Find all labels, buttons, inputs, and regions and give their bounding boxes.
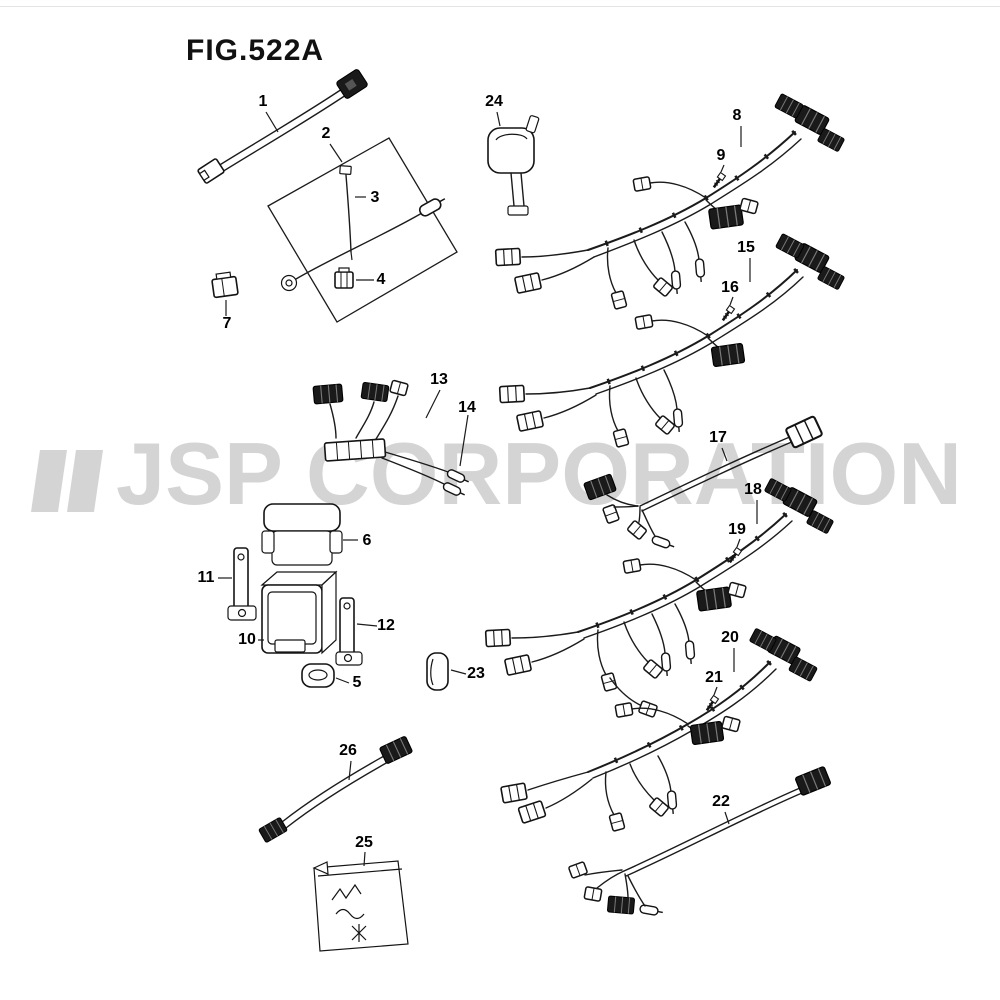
- part-label-18: 18: [744, 481, 762, 498]
- part-23-cap: 23: [426, 652, 485, 691]
- part-label-16: 16: [721, 279, 739, 296]
- watermark-logo-bar: [67, 450, 103, 512]
- part-20-harness: 20 21: [499, 627, 818, 833]
- part-label-6: 6: [363, 532, 372, 549]
- part-label-10: 10: [238, 631, 256, 648]
- part-3-cable-tie: 3: [339, 165, 380, 261]
- part-label-9: 9: [717, 147, 726, 164]
- figure-title: FIG.522A: [186, 34, 324, 67]
- part-label-13: 13: [430, 371, 448, 388]
- part-7-connector: 7: [211, 271, 239, 332]
- part-label-14: 14: [458, 399, 476, 416]
- part-10-control-unit: 10: [238, 570, 338, 655]
- part-label-2: 2: [322, 125, 331, 142]
- part-11-bracket: 11: [198, 547, 257, 621]
- part-13-harness: 13 14: [312, 371, 476, 500]
- part-label-23: 23: [467, 665, 485, 682]
- part-4-connector: 4: [334, 267, 386, 289]
- part-label-26: 26: [339, 742, 357, 759]
- part-label-3: 3: [371, 189, 380, 206]
- part-label-24: 24: [485, 93, 503, 110]
- part-6-cover: 6: [261, 503, 372, 566]
- part-label-21: 21: [705, 669, 723, 686]
- part-17-harness: 17: [583, 414, 824, 552]
- watermark-logo: [31, 450, 67, 512]
- part-5-grommet: 5: [301, 663, 362, 691]
- part-label-17: 17: [709, 429, 727, 446]
- part-8-harness: 8 9: [494, 93, 846, 311]
- part-label-22: 22: [712, 793, 730, 810]
- watermark: JSP CORPORATION: [31, 424, 962, 523]
- part-label-11: 11: [198, 569, 215, 586]
- part-label-1: 1: [259, 93, 268, 110]
- part-label-25: 25: [355, 834, 373, 851]
- part-24-cap: 24: [485, 93, 540, 216]
- part-label-12: 12: [377, 617, 395, 634]
- part-26-lead-wire: 26: [258, 735, 414, 844]
- part-22-harness: 22: [567, 765, 832, 918]
- part-label-8: 8: [733, 107, 742, 124]
- part-2-subassembly-box: 2 3 4: [267, 125, 458, 323]
- part-label-7: 7: [223, 315, 232, 332]
- watermark-text: JSP CORPORATION: [116, 424, 962, 523]
- part-25-bag: 25: [312, 834, 409, 952]
- part-15-harness: 15 16: [498, 233, 846, 449]
- part-12-bracket: 12: [335, 597, 395, 666]
- part-1-lead-wire: 1: [197, 69, 368, 184]
- part-label-5: 5: [353, 674, 362, 691]
- part-label-19: 19: [728, 521, 746, 538]
- part-18-harness: 18 19: [484, 477, 835, 719]
- page-top-border: [0, 6, 1000, 7]
- part-label-4: 4: [377, 271, 386, 288]
- part-label-20: 20: [721, 629, 739, 646]
- part-label-15: 15: [737, 239, 755, 256]
